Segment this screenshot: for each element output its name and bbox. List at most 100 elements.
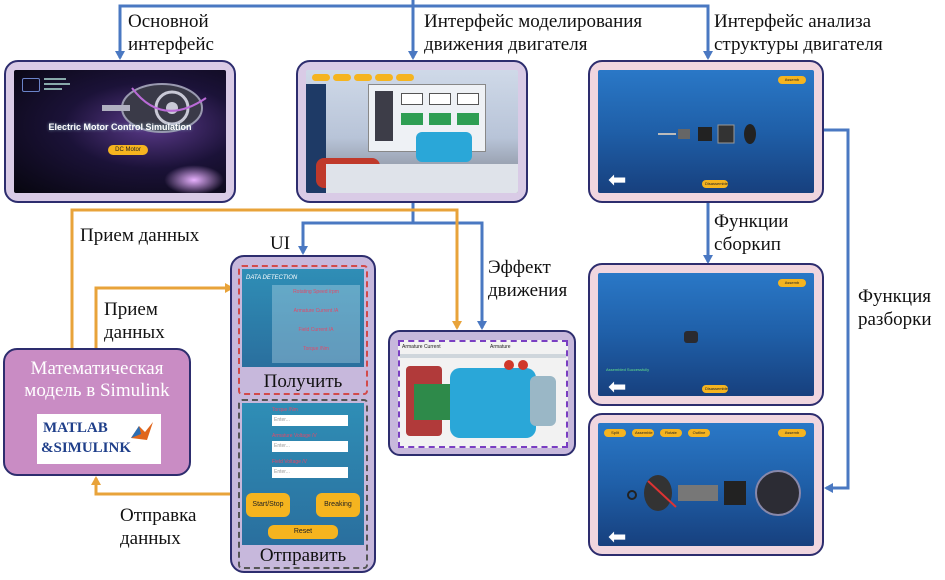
outline-tab[interactable]: Outline [688, 429, 710, 437]
label-assembly-line2: сборкип [714, 234, 781, 255]
structure-screen-bottom: Split Assemble Rotate Outline Assemb ⬅ [598, 423, 814, 546]
label-disassembly-line1: Функция [858, 286, 931, 307]
table-surface [326, 164, 518, 193]
detection-title: DATA DETECTION [246, 275, 298, 281]
simulink-title-line2: модель в Simulink [24, 380, 170, 401]
logo-icon [22, 78, 40, 92]
breaking-button[interactable]: Breaking [316, 493, 360, 517]
dc-motor-button[interactable]: DC Motor [108, 145, 148, 155]
motion-tab-5[interactable] [396, 74, 414, 81]
main-interface-panel: Electric Motor Control Simulation DC Mot… [4, 60, 236, 203]
reset-button[interactable]: Reset [268, 525, 338, 539]
arrow-receive-top [70, 208, 462, 348]
glow-decor [164, 165, 224, 193]
back-arrow-icon[interactable]: ⬅ [608, 168, 627, 193]
label-structure-ui: Интерфейс анализа структуры двигателя [714, 10, 883, 56]
exploded-motor-icon [658, 124, 756, 144]
label-send-line1: Отправка [120, 505, 197, 526]
get-label: Получить [263, 371, 343, 392]
input-label-field-voltage: Field Voltage /V [272, 459, 308, 465]
send-label: Отправить [259, 545, 347, 566]
structure-panel-top: Assemb ⬅ Disassemble [588, 60, 824, 203]
back-arrow-icon[interactable]: ⬅ [608, 525, 627, 547]
input-label-torque: Torque /Nm [272, 407, 298, 413]
assemble-button-top[interactable]: Assemb [778, 76, 806, 84]
assemble-tab[interactable]: Assemble [632, 429, 654, 437]
arrow-motion-down [298, 202, 415, 255]
motor-render-icon [102, 83, 207, 133]
input-label-armature-voltage: Armature Voltage /V [272, 433, 317, 439]
motion-tab-3[interactable] [354, 74, 372, 81]
assembled-motor-icon [684, 331, 698, 343]
blue-motor-body [450, 368, 536, 438]
structure-panel-middle: Assemb Assembled Successfully ⬅ Disassem… [588, 263, 824, 406]
label-assembly-line1: Функции [714, 211, 789, 232]
motion-interface-panel [296, 60, 528, 203]
readout-armature-current: Armature Current /A [293, 308, 339, 314]
meter-2 [429, 93, 451, 105]
structure-screen-middle: Assemb Assembled Successfully ⬅ Disassem… [598, 273, 814, 396]
label-disassembly: Функция разборки [858, 285, 932, 331]
label-structure-ui-line1: Интерфейс анализа [714, 11, 872, 32]
assemble-button-bottom[interactable]: Assemb [778, 429, 806, 437]
readout-field-current: Field Current /A [298, 327, 334, 333]
simulink-title-line1: Математическая [30, 358, 164, 379]
logo-simulink-text: &SIMULINK [41, 440, 132, 456]
label-motion-effect-line1: Эффект [488, 257, 551, 278]
meter-6 [457, 113, 479, 125]
label-motion-ui: Интерфейс моделирования движения двигате… [424, 10, 642, 56]
meter-5 [429, 113, 451, 125]
label-receive-left: Прием данных [104, 298, 165, 344]
label-send-line2: данных [120, 528, 181, 549]
control-screen: Torque /Nm Enter... Armature Voltage /V … [242, 403, 364, 545]
label-disassembly-line2: разборки [858, 309, 932, 330]
label-motion-effect-line2: движения [488, 280, 568, 301]
arrow-receive-left [94, 283, 234, 348]
label-receive-top: Прием данных [80, 225, 200, 246]
label-motion-effect: Эффект движения [488, 256, 567, 302]
torque-input[interactable]: Enter... [272, 415, 348, 426]
back-arrow-icon[interactable]: ⬅ [608, 375, 627, 397]
motion-effect-screen: Armature Current Armature [398, 340, 568, 448]
label-ui: UI [270, 233, 291, 254]
label-main-ui-line1: Основной [128, 11, 209, 32]
label-receive-left-line2: данных [104, 322, 165, 343]
label-send: Отправка данных [120, 504, 196, 550]
assembled-status: Assembled Successfully [606, 367, 650, 372]
logo-text-lines [44, 78, 72, 98]
label-main-ui-line2: интерфейс [128, 34, 214, 55]
readout-speed: Rotating Speed /rpm [293, 289, 339, 295]
motion-tab-4[interactable] [375, 74, 393, 81]
terminal-red-2 [518, 360, 528, 370]
motion-interface-screen [306, 70, 518, 193]
disassemble-button-middle[interactable]: Disassemble [702, 385, 728, 393]
start-stop-button[interactable]: Start/Stop [246, 493, 290, 517]
label-structure-ui-line2: структуры двигателя [714, 34, 883, 55]
main-interface-screen: Electric Motor Control Simulation DC Mot… [14, 70, 226, 193]
label-motion-ui-line1: Интерфейс моделирования [424, 11, 643, 32]
split-tab[interactable]: Split [604, 429, 626, 437]
motion-effect-panel: Armature Current Armature [388, 330, 576, 456]
send-section: Torque /Nm Enter... Armature Voltage /V … [238, 399, 368, 569]
armature-voltage-input[interactable]: Enter... [272, 441, 348, 452]
disassembled-motor-icon [627, 470, 801, 516]
motor-model [416, 132, 472, 162]
switch-strip [375, 91, 393, 141]
label-receive-left-line1: Прием [104, 299, 158, 320]
motion-tabs [312, 74, 414, 81]
arrow-to-structure [413, 4, 713, 60]
rotate-tab[interactable]: Rotate [660, 429, 682, 437]
receive-section: DATA DETECTION Rotating Speed /rpm Armat… [238, 265, 368, 395]
motion-tab-1[interactable] [312, 74, 330, 81]
motion-tab-2[interactable] [333, 74, 351, 81]
structure-tabs: Split Assemble Rotate Outline [604, 429, 710, 437]
assemble-button-middle[interactable]: Assemb [778, 279, 806, 287]
readout-torque: Torque /Nm [303, 346, 329, 352]
meter-1 [401, 93, 423, 105]
disassemble-button-top[interactable]: Disassemble [702, 180, 728, 188]
structure-panel-bottom: Split Assemble Rotate Outline Assemb ⬅ [588, 413, 824, 556]
simulink-title: Математическая модель в Simulink [5, 358, 189, 402]
structure-screen-top: Assemb ⬅ Disassemble [598, 70, 814, 193]
field-voltage-input[interactable]: Enter... [272, 467, 348, 478]
matlab-simulink-logo: MATLAB &SIMULINK [37, 414, 161, 464]
